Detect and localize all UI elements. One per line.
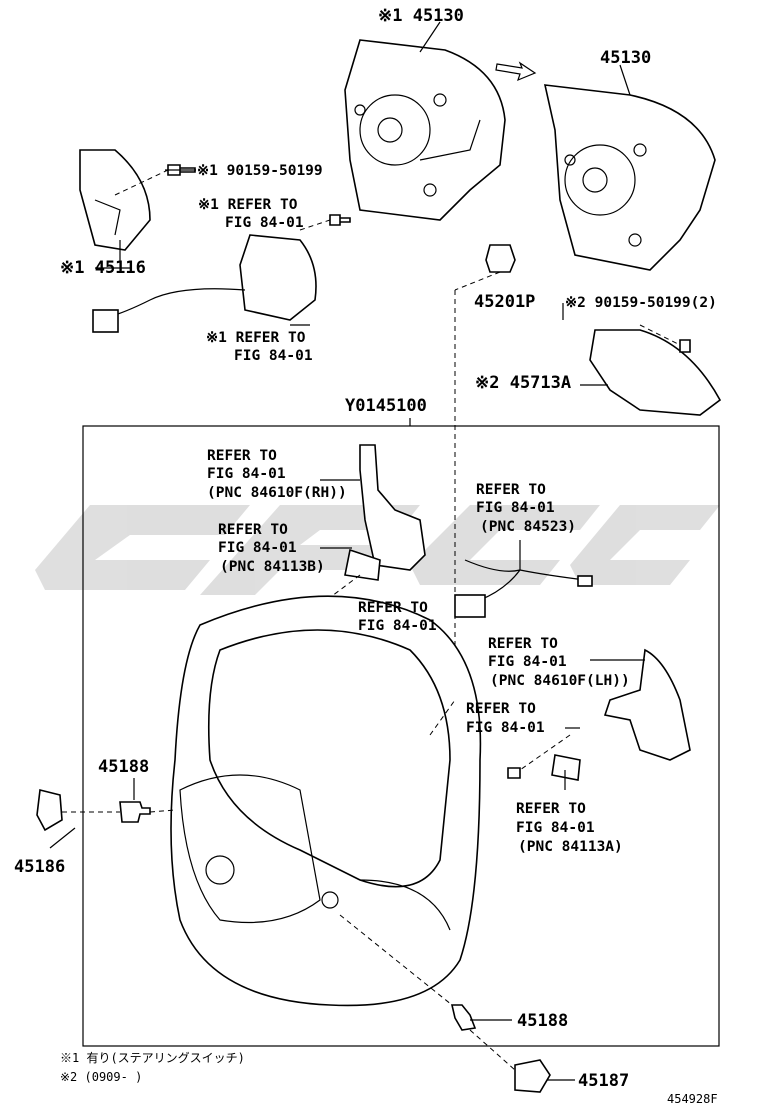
airbag-hub-right xyxy=(543,84,716,271)
label-assembly: Y0145100 xyxy=(345,396,427,416)
bracket-84113a xyxy=(551,754,581,781)
label-bolt-right: ※2 90159-50199(2) xyxy=(565,295,717,311)
cover-45713a xyxy=(589,329,722,416)
connector-icon xyxy=(454,594,486,618)
label-refer7-line3: (PNC 84610F(LH)) xyxy=(490,673,630,689)
steering-wheel xyxy=(170,595,482,1007)
cap-45186 xyxy=(36,789,63,832)
label-refer3-line2: FIG 84-01 xyxy=(207,466,286,482)
label-45201p: 45201P xyxy=(474,292,535,312)
label-refer9-line1: REFER TO xyxy=(516,801,586,817)
label-refer5-line2: FIG 84-01 xyxy=(218,540,297,556)
label-refer4-line2: FIG 84-01 xyxy=(476,500,555,516)
arrow-right-icon xyxy=(495,61,537,82)
label-refer3-line1: REFER TO xyxy=(207,448,277,464)
label-45188-left: 45188 xyxy=(98,757,149,777)
label-refer5-line1: REFER TO xyxy=(218,522,288,538)
paddle-rh xyxy=(359,444,426,571)
label-refer9-line3: (PNC 84113A) xyxy=(518,839,623,855)
label-refer7-line2: FIG 84-01 xyxy=(488,654,567,670)
label-bolt-top: ※1 90159-50199 xyxy=(197,163,323,179)
label-refer5-line3: (PNC 84113B) xyxy=(220,559,325,575)
footnote-1: ※1 有り(ステアリングスイッチ) xyxy=(60,1051,245,1065)
label-45188-bottom: 45188 xyxy=(517,1011,568,1031)
label-refer7-line1: REFER TO xyxy=(488,636,558,652)
label-refer3-line3: (PNC 84610F(RH)) xyxy=(207,485,347,501)
label-refer6-line2: FIG 84-01 xyxy=(358,618,437,634)
label-refer1-line1: ※1 REFER TO xyxy=(198,197,298,213)
watermark-logo xyxy=(35,505,720,595)
label-refer1-line2: FIG 84-01 xyxy=(225,215,304,231)
label-refer2-line1: ※1 REFER TO xyxy=(206,330,306,346)
label-45186: 45186 xyxy=(14,857,65,877)
label-45130-left: ※1 45130 xyxy=(378,6,464,26)
screw-45188-left xyxy=(119,801,151,823)
label-refer8-line1: REFER TO xyxy=(466,701,536,717)
bracket-84113b xyxy=(344,548,381,581)
label-refer9-line2: FIG 84-01 xyxy=(516,820,595,836)
bolt-icon-3 xyxy=(679,339,691,353)
cover-45116 xyxy=(79,149,151,251)
label-45130-right: 45130 xyxy=(600,48,651,68)
label-refer6-line1: REFER TO xyxy=(358,600,428,616)
cap-45187 xyxy=(514,1059,551,1093)
nut-45201p xyxy=(485,244,516,273)
assembly-frame xyxy=(82,425,720,1047)
paddle-lh xyxy=(603,648,691,761)
label-45187: 45187 xyxy=(578,1071,629,1091)
label-45116: ※1 45116 xyxy=(60,258,146,278)
footnote-2: ※2 (0909- ) xyxy=(60,1070,142,1084)
figure-number: 454928F xyxy=(667,1092,718,1106)
label-45713a: ※2 45713A xyxy=(475,373,571,393)
switch-module-upper xyxy=(92,234,317,333)
screw-45188-bottom xyxy=(450,1004,477,1031)
leader-lines xyxy=(49,21,645,1081)
bolt-icon-2 xyxy=(329,214,351,226)
label-refer8-line2: FIG 84-01 xyxy=(466,720,545,736)
airbag-hub-left xyxy=(344,39,506,221)
label-refer4-line3: (PNC 84523) xyxy=(480,519,576,535)
screw-icon-2 xyxy=(507,767,521,779)
label-refer2-line2: FIG 84-01 xyxy=(234,348,313,364)
label-refer4-line1: REFER TO xyxy=(476,482,546,498)
